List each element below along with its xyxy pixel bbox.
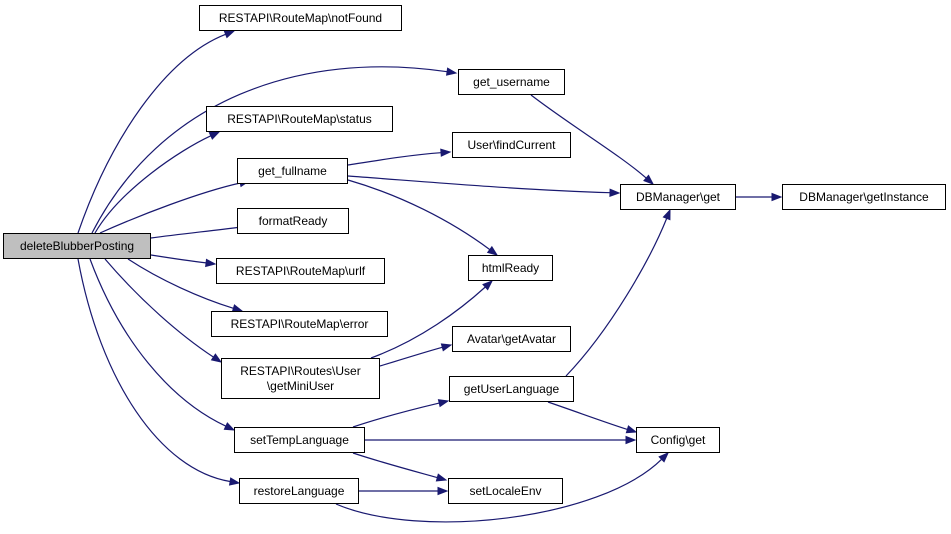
arrowhead <box>437 486 449 496</box>
arrowhead <box>223 422 236 431</box>
node-getminiuser[interactable]: RESTAPI\Routes\User\getMiniUser <box>221 358 380 399</box>
arrowhead <box>486 245 499 256</box>
arrowhead <box>210 353 223 363</box>
edge-setTempLanguage-to-setLocaleEnv <box>352 452 438 479</box>
node-getavatar[interactable]: Avatar\getAvatar <box>452 326 571 352</box>
edge-root-to-urlf <box>150 254 207 264</box>
node-label: htmlReady <box>481 260 540 275</box>
edge-root-to-restoreLanguage <box>77 258 231 483</box>
edge-root-to-get_fullname <box>99 182 241 234</box>
node-label: RESTAPI\RouteMap\status <box>227 111 372 126</box>
node-label: getUserLanguage <box>463 381 560 396</box>
arrowhead <box>625 435 637 445</box>
node-label: Avatar\getAvatar <box>467 331 556 346</box>
node-findcurrent[interactable]: User\findCurrent <box>452 132 571 158</box>
node-setlocaleenv[interactable]: setLocaleEnv <box>448 478 563 504</box>
arrowhead <box>625 425 638 434</box>
node-configget[interactable]: Config\get <box>636 427 720 453</box>
arrowhead <box>228 477 241 486</box>
arrowhead <box>658 452 669 463</box>
edge-restoreLanguage-to-configGet <box>335 458 663 523</box>
arrowhead <box>445 67 458 76</box>
edge-getUserLanguage-to-dbget <box>565 218 668 377</box>
node-notfound[interactable]: RESTAPI\RouteMap\notFound <box>199 5 402 31</box>
node-label: setTempLanguage <box>250 432 349 447</box>
edge-get_fullname-to-htmlReady <box>347 179 491 251</box>
node-dbget[interactable]: DBManager\get <box>620 184 736 210</box>
arrowhead <box>440 343 453 352</box>
node-get-fullname[interactable]: get_fullname <box>237 158 348 184</box>
node-status[interactable]: RESTAPI\RouteMap\status <box>206 106 393 132</box>
edge-getMiniUser-to-htmlReady <box>370 286 486 359</box>
node-label: User\findCurrent <box>467 137 556 152</box>
node-label: \getMiniUser <box>266 378 335 393</box>
node-getinstance[interactable]: DBManager\getInstance <box>782 184 946 210</box>
arrowhead <box>609 188 621 197</box>
edge-root-to-status <box>94 135 212 234</box>
node-label: DBManager\getInstance <box>799 189 929 204</box>
arrowhead <box>208 131 221 140</box>
node-label: RESTAPI\RouteMap\notFound <box>218 10 383 25</box>
node-label: get_username <box>473 74 550 89</box>
node-get-username[interactable]: get_username <box>458 69 565 95</box>
edge-get_fullname-to-findCurrent <box>347 152 442 166</box>
edge-root-to-get_username <box>91 66 448 234</box>
node-formatready[interactable]: formatReady <box>237 208 349 234</box>
arrowhead <box>435 473 448 482</box>
arrowhead <box>205 258 217 268</box>
arrowhead <box>223 30 236 39</box>
node-label: restoreLanguage <box>253 483 345 498</box>
node-label: Config\get <box>650 432 706 447</box>
node-htmlready[interactable]: htmlReady <box>468 255 553 281</box>
arrowhead <box>482 280 494 291</box>
arrowhead <box>643 174 655 185</box>
node-label: RESTAPI\RouteMap\urlf <box>235 263 366 278</box>
arrowhead <box>662 208 671 221</box>
node-label: deleteBlubberPosting <box>19 238 135 253</box>
edge-root-to-formatReady <box>150 226 241 239</box>
node-restorelanguage[interactable]: restoreLanguage <box>239 478 359 504</box>
node-label: DBManager\get <box>635 189 721 204</box>
node-label: formatReady <box>258 213 328 228</box>
node-label: RESTAPI\Routes\User <box>240 363 361 378</box>
edge-root-to-error <box>127 258 234 309</box>
edge-get_username-to-dbget <box>530 94 647 179</box>
edge-setTempLanguage-to-getUserLanguage <box>352 402 440 428</box>
node-settemplanguage[interactable]: setTempLanguage <box>234 427 365 453</box>
node-root: deleteBlubberPosting <box>3 233 151 259</box>
node-urlf[interactable]: RESTAPI\RouteMap\urlf <box>216 258 385 284</box>
node-error[interactable]: RESTAPI\RouteMap\error <box>211 311 388 337</box>
edge-get_fullname-to-dbget <box>347 175 611 194</box>
node-getuserlanguage[interactable]: getUserLanguage <box>449 376 574 402</box>
arrowhead <box>771 192 783 202</box>
node-label: get_fullname <box>258 163 327 178</box>
edge-getMiniUser-to-getAvatar <box>379 346 443 367</box>
node-label: RESTAPI\RouteMap\error <box>230 316 369 331</box>
arrowhead <box>437 399 450 408</box>
edge-root-to-getMiniUser <box>104 258 214 358</box>
edge-root-to-setTempLanguage <box>89 258 227 427</box>
node-label: setLocaleEnv <box>469 483 542 498</box>
arrowhead <box>440 148 452 157</box>
edge-getUserLanguage-to-configGet <box>547 401 628 430</box>
edge-root-to-notFound <box>77 33 226 234</box>
